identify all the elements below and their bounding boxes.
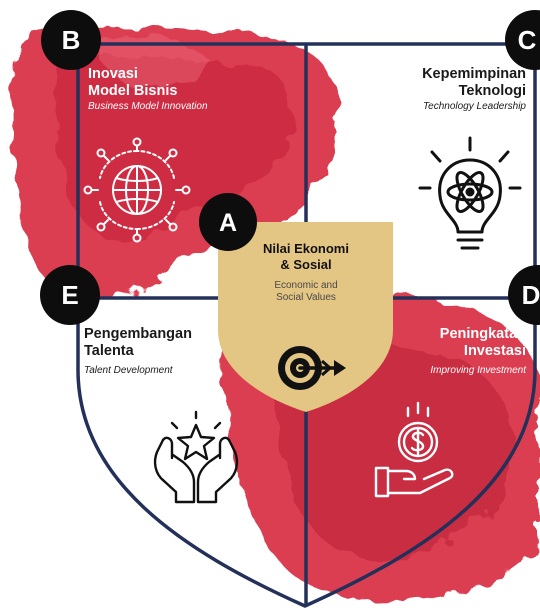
quadrant-c-subtitle: Technology Leadership: [422, 101, 526, 112]
quadrant-e-title-line2: Talenta: [84, 343, 134, 359]
quadrant-talent: Pengembangan Talenta Talent Development: [84, 326, 192, 377]
center-subtitle-line1: Economic and: [274, 280, 338, 291]
quadrant-b-title-line2: Model Bisnis: [88, 83, 178, 99]
svg-text:A: A: [219, 209, 237, 237]
hands-star-icon: [153, 410, 239, 504]
svg-text:C: C: [518, 25, 537, 55]
globe-network-icon: [83, 137, 191, 243]
badge-b: B: [41, 10, 101, 70]
svg-text:B: B: [62, 25, 81, 55]
svg-text:D: D: [522, 280, 540, 310]
quadrant-e-subtitle: Talent Development: [84, 365, 173, 376]
center-values: Nilai Ekonomi & Sosial Economic and Soci…: [238, 241, 374, 304]
badge-e: E: [40, 265, 100, 325]
center-title-line2: & Sosial: [280, 257, 332, 272]
badge-c: C: [505, 10, 540, 70]
center-title-line1: Nilai Ekonomi: [263, 241, 349, 256]
quadrant-d-title-line2: Investasi: [463, 343, 526, 359]
lightbulb-atom-icon: [418, 136, 522, 250]
badge-a: A: [199, 193, 257, 251]
quadrant-d-subtitle: Improving Investment: [430, 365, 526, 376]
quadrant-b-subtitle: Business Model Innovation: [88, 101, 208, 112]
quadrant-innovation: Inovasi Model Bisnis Business Model Inno…: [88, 66, 208, 113]
quadrant-b-title-line1: Inovasi: [88, 66, 138, 82]
shield-outline: [76, 42, 537, 608]
quadrant-c-title-line1: Kepemimpinan: [422, 66, 526, 82]
svg-text:E: E: [61, 280, 78, 310]
quadrant-investment: Peningkatan Investasi Improving Investme…: [326, 326, 526, 377]
quadrant-d-title-line1: Peningkatan: [439, 326, 526, 342]
hand-coin-icon: [374, 401, 454, 498]
quadrant-technology: Kepemimpinan Teknologi Technology Leader…: [326, 66, 526, 113]
quadrant-e-title-line1: Pengembangan: [84, 326, 192, 342]
badge-d: D: [508, 265, 540, 325]
center-subtitle-line2: Social Values: [276, 292, 336, 303]
center-crest: [218, 222, 393, 412]
target-arrow-icon: [278, 346, 346, 390]
quadrant-c-title-line2: Teknologi: [458, 83, 526, 99]
